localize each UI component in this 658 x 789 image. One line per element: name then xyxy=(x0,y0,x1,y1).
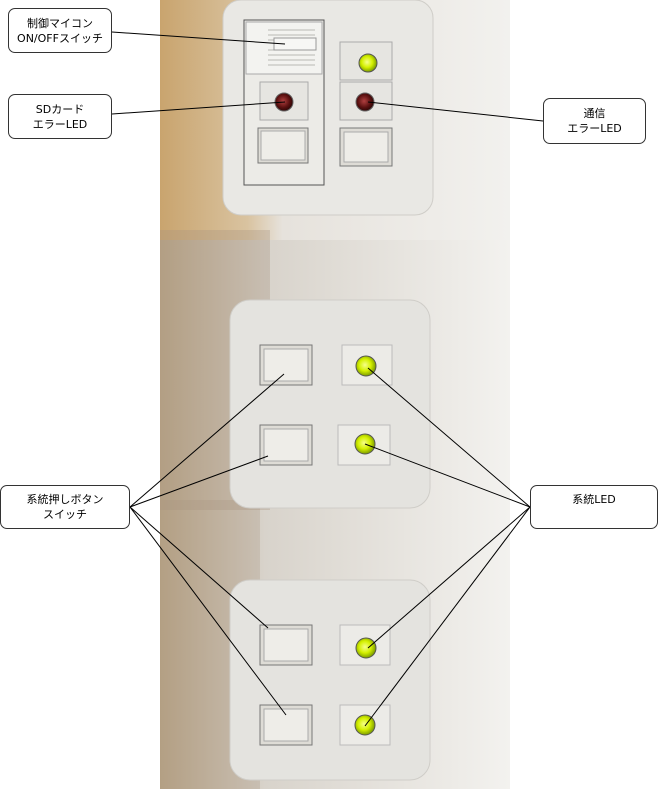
callout-push-line2: スイッチ xyxy=(43,508,87,521)
callout-sd-line2: エラーLED xyxy=(32,117,88,131)
callout-push-line1: 系統押しボタン xyxy=(26,493,104,506)
callout-system-push-switch: 系統押しボタン スイッチ xyxy=(0,485,130,529)
callout-mcu-onoff-switch: 制御マイコン ON/OFFスイッチ xyxy=(8,8,112,53)
callout-comm-error-led: 通信 エラーLED xyxy=(543,98,646,144)
callout-mcu-line1: 制御マイコン xyxy=(27,16,93,30)
callout-sd-line1: SDカード xyxy=(35,102,85,116)
callout-comm-line1: 通信 xyxy=(583,107,606,120)
callout-sysled-line1: 系統LED xyxy=(572,493,616,506)
callout-mcu-line2: ON/OFFスイッチ xyxy=(17,31,103,45)
callout-system-led: 系統LED xyxy=(530,485,658,529)
wall-switch-panel-photo xyxy=(160,0,510,789)
callout-comm-line2: エラーLED xyxy=(567,122,622,135)
callout-sd-card-error-led: SDカード エラーLED xyxy=(8,94,112,139)
